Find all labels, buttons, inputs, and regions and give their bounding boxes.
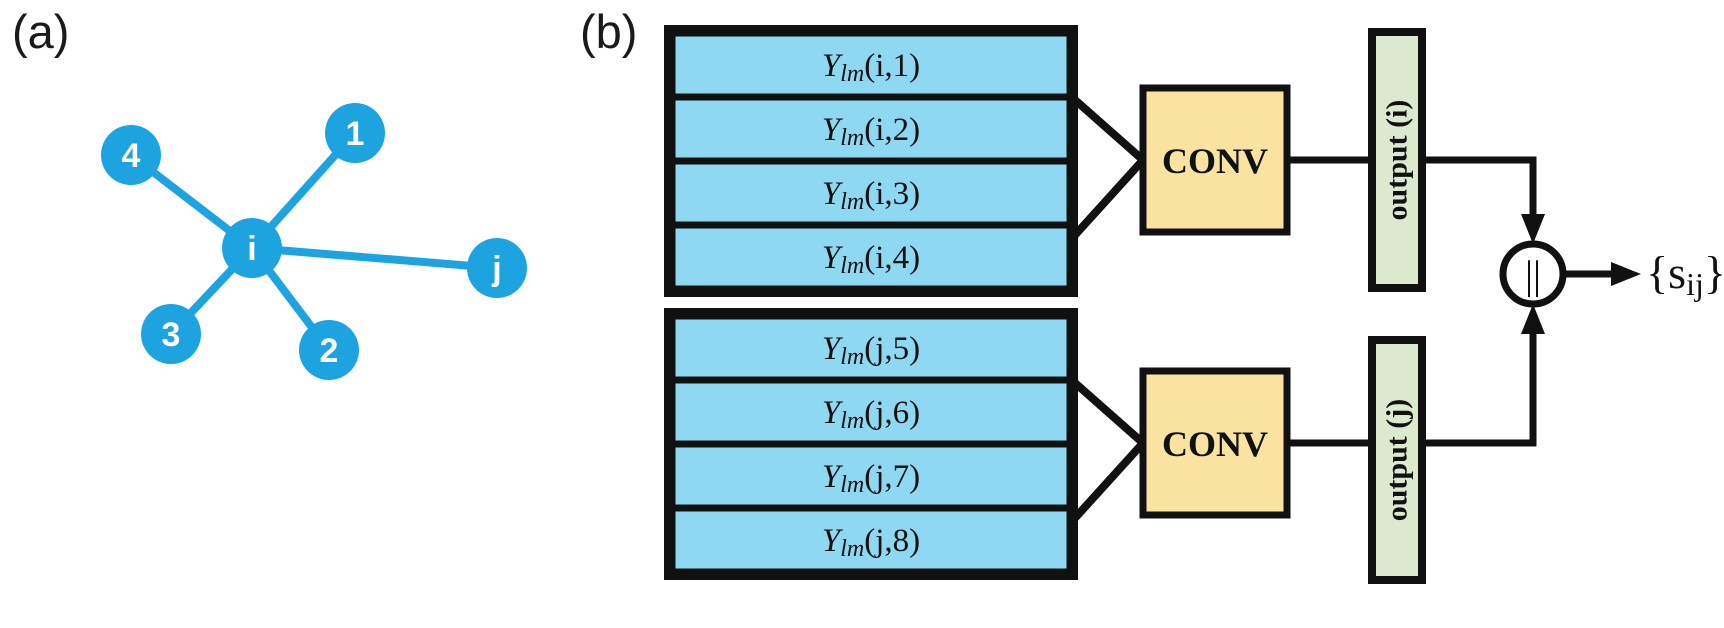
feature-j-5-sub: lm — [840, 344, 864, 370]
result-base: s — [1668, 247, 1686, 298]
feature-j-8-base: Y — [822, 523, 844, 559]
graph-node-i-circle — [222, 218, 282, 278]
feature-j-5-base: Y — [822, 331, 844, 367]
branch-j: Ylm(j,5) Ylm(j,6) Ylm(j,7) Ylm(j,8) CONV — [664, 304, 1545, 584]
feature-box-i-2-label: Ylm(i,2) — [822, 112, 920, 151]
feature-i-2-base: Y — [822, 112, 844, 148]
feature-stack-j: Ylm(j,5) Ylm(j,6) Ylm(j,7) Ylm(j,8) — [664, 308, 1078, 580]
branch-j-taper-bottom — [1063, 440, 1146, 531]
feature-stack-j-frame — [664, 308, 1078, 580]
feature-box-j-8-label: Ylm(j,8) — [822, 523, 920, 562]
conv-box-i-label: CONV — [1162, 141, 1268, 181]
graph-node-j[interactable]: j — [467, 238, 527, 298]
graph-node-2-label: 2 — [320, 332, 339, 370]
graph-node-i[interactable]: i — [222, 218, 282, 278]
result-sub: ij — [1686, 266, 1704, 302]
feature-box-j-7-label: Ylm(j,7) — [822, 459, 920, 498]
feature-j-7-sub: lm — [840, 472, 864, 498]
output-box-j-label: output (j) — [1381, 399, 1414, 522]
feature-box-j-7-rect[interactable] — [668, 440, 1074, 512]
branch-i: Ylm(i,1) Ylm(i,2) Ylm(i,3) Ylm(i,4) CONV — [664, 25, 1545, 297]
arrowhead-concat-to-result — [1611, 262, 1641, 286]
feature-i-1-args: (i,1) — [864, 48, 920, 84]
panel-b-label: (b) — [580, 5, 637, 58]
feature-stack-i: Ylm(i,1) Ylm(i,2) Ylm(i,3) Ylm(i,4) — [664, 25, 1078, 297]
conv-box-j-label: CONV — [1162, 424, 1268, 464]
branch-j-taper-top — [1063, 372, 1146, 446]
feature-box-i-1-label: Ylm(i,1) — [822, 48, 920, 87]
graph-node-3-label: 3 — [162, 316, 181, 354]
result-open-brace: { — [1646, 247, 1668, 298]
panel-a-label: (a) — [12, 5, 69, 58]
feature-box-i-3-label: Ylm(i,3) — [822, 176, 920, 215]
feature-i-3-args: (i,3) — [864, 176, 920, 212]
graph-node-j-label: j — [491, 250, 501, 288]
graph-node-1-circle — [325, 103, 385, 163]
feature-box-j-6-label: Ylm(j,6) — [822, 395, 920, 434]
feature-i-3-base: Y — [822, 176, 844, 212]
feature-j-8-sub: lm — [840, 536, 864, 562]
feature-i-2-sub: lm — [840, 125, 864, 151]
graph-node-1[interactable]: 1 — [325, 103, 385, 163]
feature-j-8-args: (j,8) — [864, 523, 920, 559]
feature-j-6-sub: lm — [840, 408, 864, 434]
feature-i-2-args: (i,2) — [864, 112, 920, 148]
graph-node-4[interactable]: 4 — [101, 125, 161, 185]
feature-i-4-args: (i,4) — [864, 240, 920, 276]
graph-node-2-circle — [299, 320, 359, 380]
graph-edge-i-j — [248, 244, 501, 272]
connector-output-i-to-concat — [1422, 156, 1537, 218]
feature-box-j-5-label: Ylm(j,5) — [822, 331, 920, 370]
feature-i-3-sub: lm — [840, 189, 864, 215]
feature-i-4-base: Y — [822, 240, 844, 276]
output-box-i-label: output (i) — [1381, 100, 1414, 221]
result-close-brace: } — [1704, 247, 1724, 298]
graph-node-j-circle — [467, 238, 527, 298]
graph-node-1-label: 1 — [346, 115, 365, 153]
output-box-j[interactable] — [1368, 336, 1426, 584]
feature-stack-i-frame — [664, 25, 1078, 297]
connector-output-j-to-concat — [1422, 330, 1537, 447]
feature-i-1-sub: lm — [840, 61, 864, 87]
concat-operator-label: || — [1525, 253, 1541, 298]
feature-j-5-args: (j,5) — [864, 331, 920, 367]
panel-a: (a) 4 1 3 — [12, 5, 527, 380]
graph-node-2[interactable]: 2 — [299, 320, 359, 380]
feature-j-6-base: Y — [822, 395, 844, 431]
graph-node-3[interactable]: 3 — [141, 304, 201, 364]
graph-node-4-label: 4 — [122, 137, 141, 175]
graph-node-3-circle — [141, 304, 201, 364]
branch-i-taper-bottom — [1063, 157, 1146, 248]
graph-node-i-label: i — [247, 230, 256, 268]
panel-b: (b) Ylm(i,1) Ylm(i,2) — [580, 5, 1724, 584]
concat-node[interactable]: || — [1499, 240, 1567, 308]
feature-j-7-base: Y — [822, 459, 844, 495]
arrowhead-output-i-to-concat — [1521, 214, 1545, 244]
arrowhead-output-j-to-concat — [1521, 304, 1545, 334]
feature-i-4-sub: lm — [840, 253, 864, 279]
branch-i-taper-top — [1063, 89, 1146, 163]
feature-j-6-args: (j,6) — [864, 395, 920, 431]
conv-box-j[interactable] — [1139, 367, 1291, 519]
feature-i-1-base: Y — [822, 48, 844, 84]
feature-j-7-args: (j,7) — [864, 459, 920, 495]
feature-box-j-6-rect[interactable] — [668, 376, 1074, 448]
graph-node-4-circle — [101, 125, 161, 185]
feature-box-i-4-label: Ylm(i,4) — [822, 240, 920, 279]
result-label: {sij} — [1646, 247, 1724, 303]
